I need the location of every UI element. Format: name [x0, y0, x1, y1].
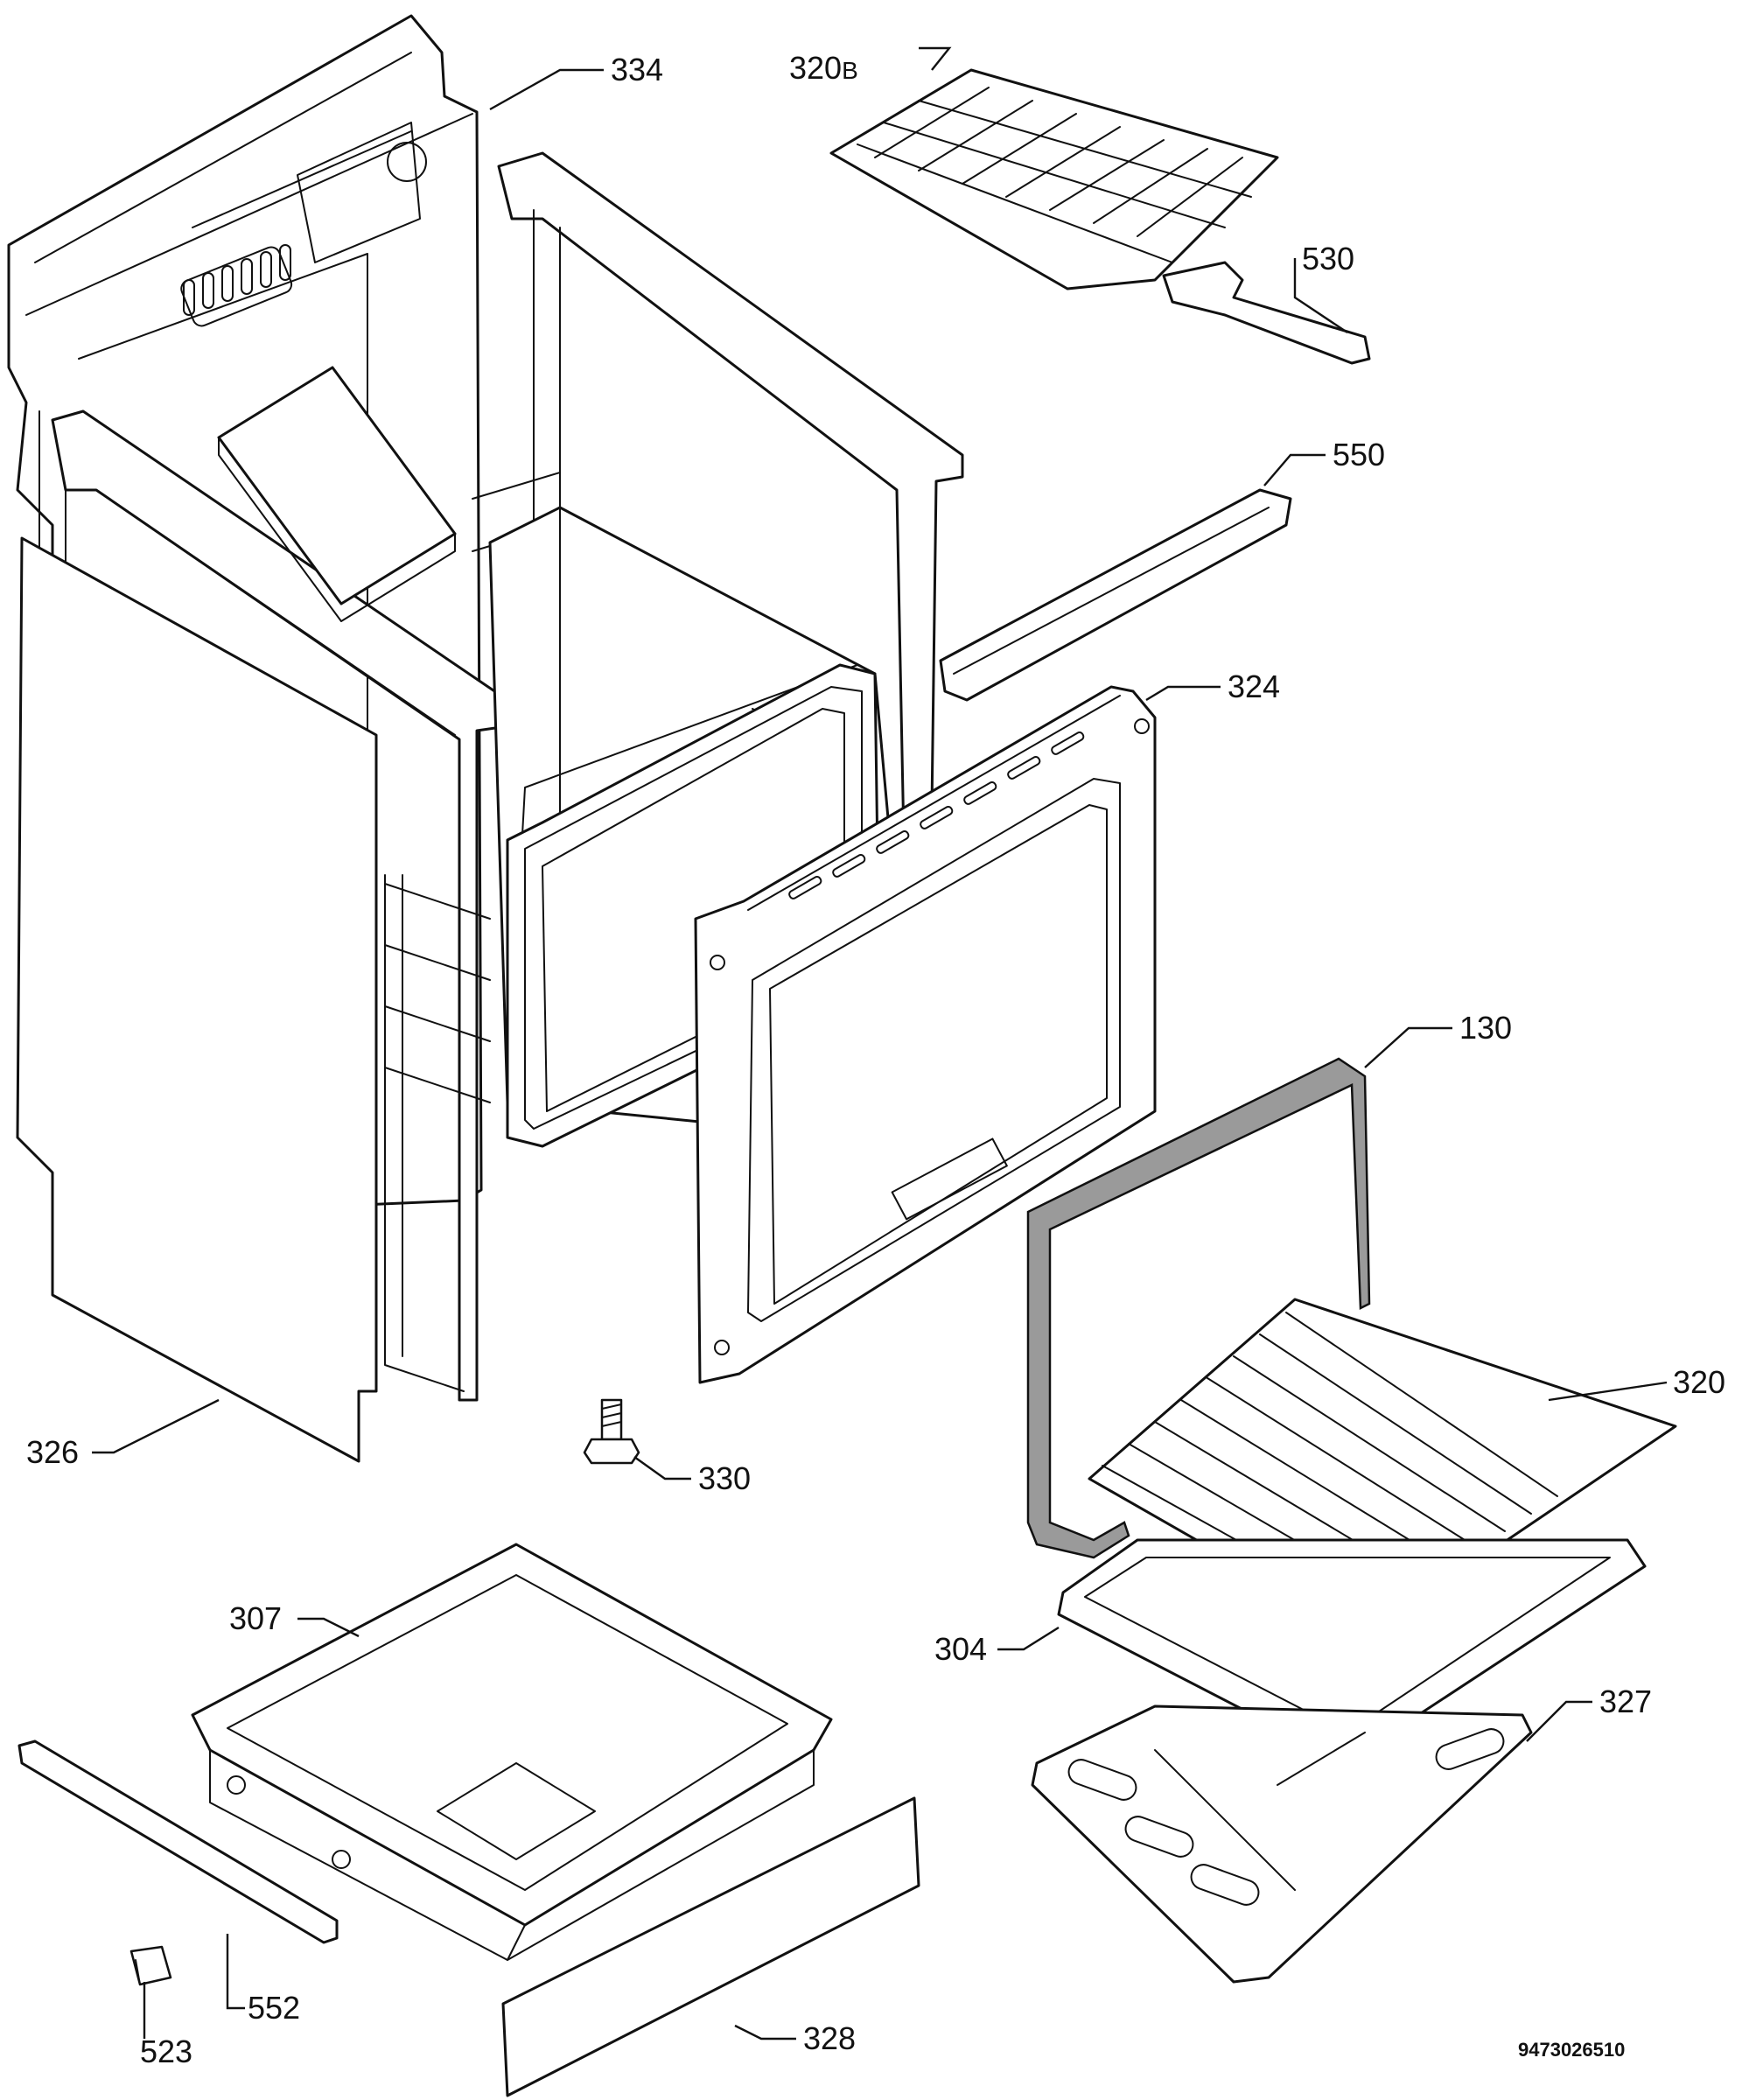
callout-130: 130 — [1459, 1010, 1512, 1046]
callout-320b: 320B — [789, 50, 858, 86]
vent-slots — [183, 244, 291, 316]
side-rail — [939, 488, 1292, 702]
callout-530: 530 — [1302, 241, 1354, 276]
drawer-runner — [17, 1740, 339, 1944]
door-seal — [1026, 1057, 1371, 1559]
callout-320: 320 — [1673, 1364, 1725, 1400]
callout-552: 552 — [248, 1990, 300, 2026]
callout-550: 550 — [1333, 437, 1385, 472]
callout-304: 304 — [934, 1631, 987, 1667]
callout-320b-suffix: B — [842, 57, 858, 84]
door-frame — [694, 685, 1157, 1384]
storage-drawer — [191, 1543, 833, 1961]
callout-labels: 334 320B 530 550 324 130 320 326 330 307… — [26, 50, 1725, 2069]
callout-328: 328 — [803, 2020, 856, 2056]
baking-tray — [1057, 1538, 1647, 1756]
callout-327: 327 — [1599, 1684, 1652, 1719]
screw — [583, 1398, 640, 1465]
side-panel — [16, 536, 378, 1463]
callout-320b-number: 320 — [789, 50, 842, 86]
callout-523: 523 — [140, 2034, 192, 2069]
callout-326: 326 — [26, 1434, 79, 1470]
callout-324: 324 — [1228, 668, 1280, 704]
grill-rack — [829, 68, 1279, 290]
callout-307: 307 — [229, 1600, 282, 1636]
door-vents — [788, 731, 1085, 900]
document-number: 9473026510 — [1518, 2039, 1625, 2061]
callout-334: 334 — [611, 52, 663, 88]
rack-handle — [1162, 261, 1371, 365]
runner-clip — [129, 1945, 172, 1986]
drawer-front-panel — [501, 1796, 920, 2097]
leader-lines — [92, 46, 1668, 2040]
base-plate — [1031, 1704, 1533, 1984]
cabinet-frame — [51, 151, 964, 1402]
callout-330: 330 — [698, 1460, 751, 1496]
